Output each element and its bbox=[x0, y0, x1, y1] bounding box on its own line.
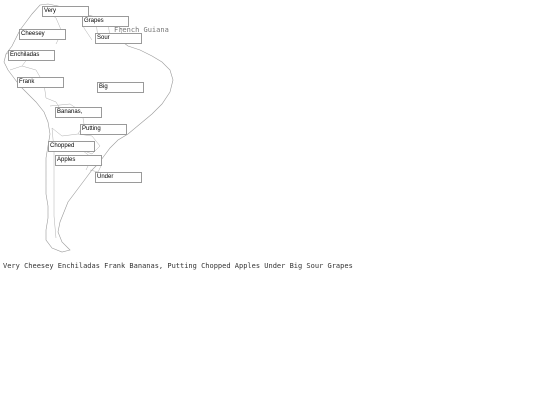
country-label-colombia: Cheesey bbox=[19, 29, 66, 40]
country-label-peru: Frank bbox=[17, 77, 64, 88]
country-label-ecuador: Enchiladas bbox=[8, 50, 55, 61]
border-peru-brazil bbox=[21, 65, 63, 113]
border-paraguay bbox=[77, 133, 101, 155]
mnemonic-caption: Very Cheesey Enchiladas Frank Bananas, P… bbox=[3, 262, 353, 270]
country-label-chile: Chopped bbox=[48, 141, 95, 152]
country-label-brazil: Big bbox=[97, 82, 144, 93]
country-label-paraguay: Putting bbox=[80, 124, 127, 135]
french-guiana-annotation: French Guiana bbox=[114, 26, 169, 34]
country-label-guyana: Grapes bbox=[82, 16, 129, 27]
country-label-argentina: Apples bbox=[55, 155, 102, 166]
country-label-uruguay: Under bbox=[95, 172, 142, 183]
country-label-suriname: Sour bbox=[95, 33, 142, 44]
country-label-venezuela: Very bbox=[42, 6, 89, 17]
country-label-bolivia: Bananas, bbox=[55, 107, 102, 118]
